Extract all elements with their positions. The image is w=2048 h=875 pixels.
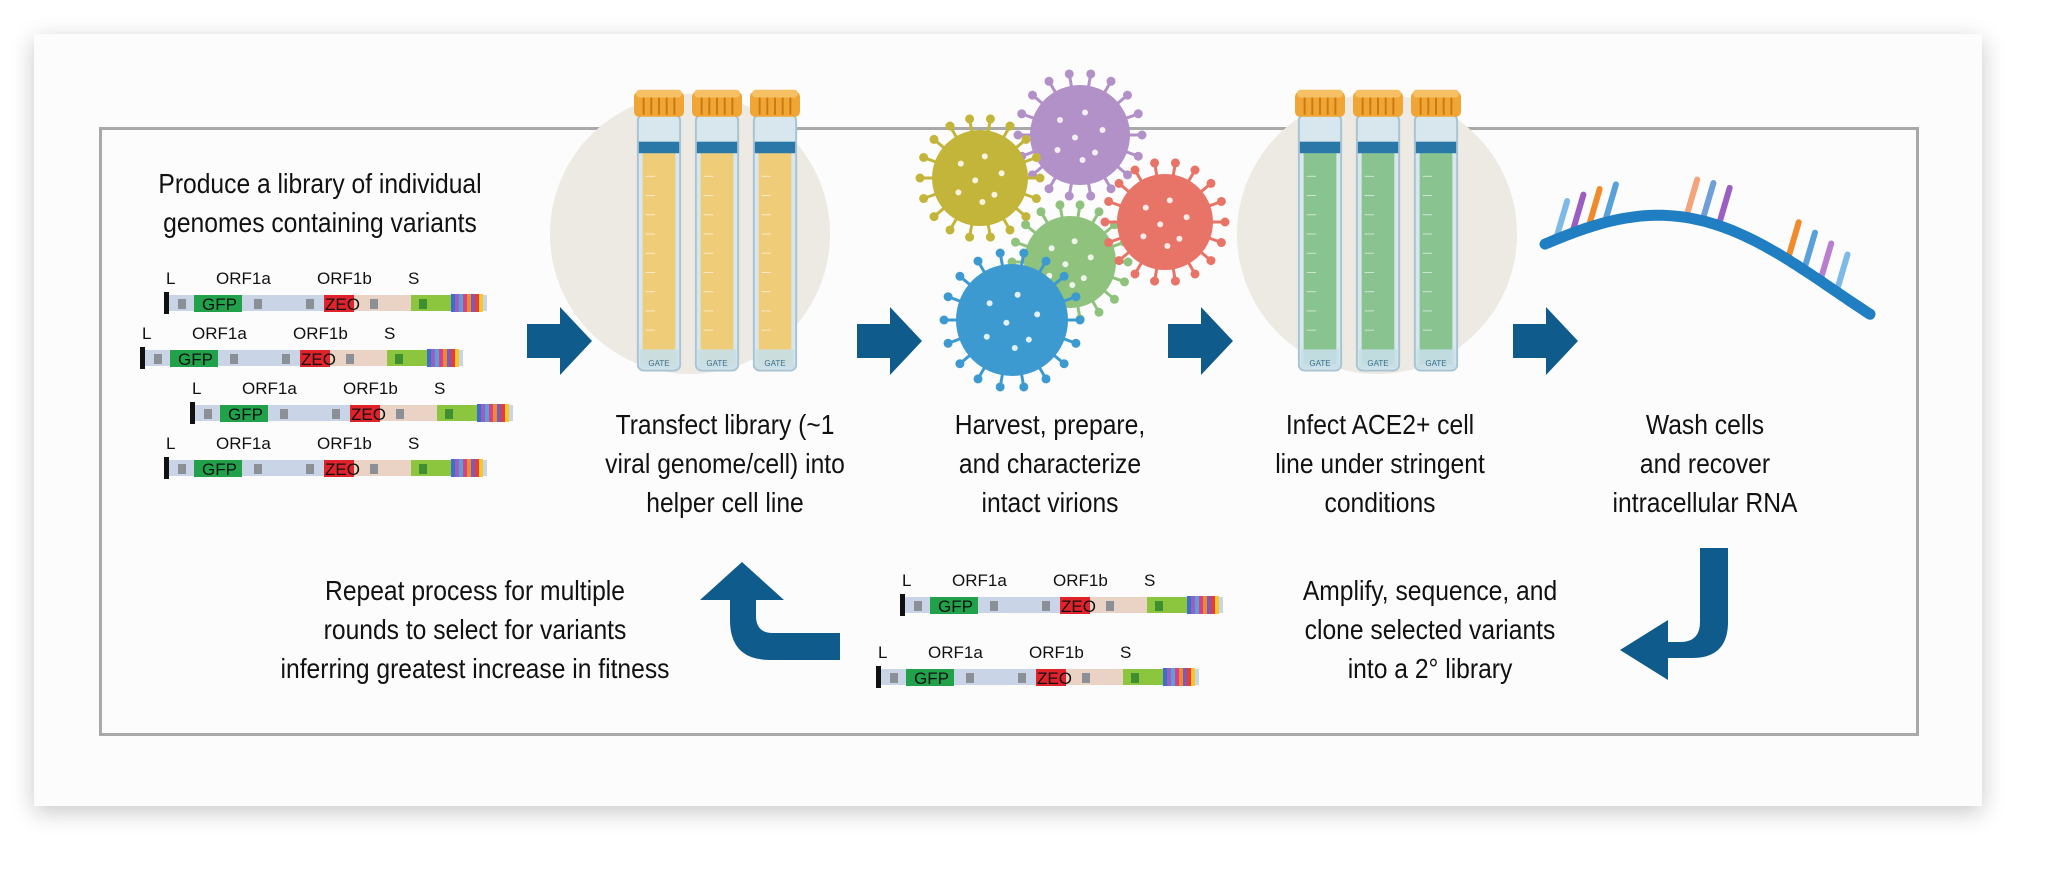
step-produce-library: Produce a library of individual genomes … — [158, 168, 482, 238]
genome-region-label: S — [1120, 643, 1131, 662]
zeo-label: ZEO — [1061, 597, 1096, 616]
genome-region-label: L — [142, 324, 151, 343]
test-tube: GATE — [1411, 88, 1461, 372]
rna-base — [1785, 219, 1802, 260]
genome-region-label: S — [408, 434, 419, 453]
genome-region-label: ORF1b — [1053, 571, 1108, 590]
gfp-label: GFP — [202, 295, 237, 314]
test-tube-icon: GATE GATE GATE — [1295, 88, 1461, 372]
virus-particle — [939, 248, 1085, 392]
arrow-right-icon — [527, 307, 592, 375]
genome-region-label: L — [192, 379, 201, 398]
test-tube: GATE — [692, 88, 742, 372]
virus-particle — [1013, 69, 1147, 201]
rna-base — [1586, 186, 1603, 227]
genome-construct: L ORF1a ORF1b S GFP ZEO — [190, 379, 513, 424]
step-wash: Wash cells and recover intracellular RNA — [1612, 409, 1798, 518]
genome-region-label: ORF1b — [293, 324, 348, 343]
virus-particle — [1100, 158, 1230, 286]
genome-region-label: ORF1a — [216, 434, 271, 453]
genome-region-label: S — [434, 379, 445, 398]
genome-construct: L ORF1a ORF1b S GFP ZEO — [140, 324, 463, 369]
genome-region-label: ORF1a — [952, 571, 1007, 590]
genome-region-label: ORF1b — [343, 379, 398, 398]
tube-label: GATE — [1367, 359, 1388, 368]
test-tube-icon: GATE GATE GATE — [634, 88, 800, 372]
rna-base — [1570, 191, 1587, 232]
genome-region-label: S — [1144, 571, 1155, 590]
genome-region-label: ORF1a — [928, 643, 983, 662]
rna-base — [1818, 240, 1835, 281]
genome-region-label: ORF1b — [317, 434, 372, 453]
genome-construct: L ORF1a ORF1b S GFP ZEO — [164, 434, 487, 479]
genome-region-label: ORF1a — [192, 324, 247, 343]
gfp-label: GFP — [202, 460, 237, 479]
zeo-label: ZEO — [325, 295, 360, 314]
gfp-label: GFP — [178, 350, 213, 369]
genome-construct: L ORF1a ORF1b S GFP ZEO — [164, 269, 487, 314]
rna-strand-icon — [1539, 176, 1876, 320]
step-infect: Infect ACE2+ cell line under stringent c… — [1275, 409, 1485, 518]
rna-base — [1834, 251, 1851, 292]
zeo-label: ZEO — [351, 405, 386, 424]
rna-backbone — [1539, 209, 1876, 320]
gfp-label: GFP — [914, 669, 949, 688]
zeo-label: ZEO — [325, 460, 360, 479]
tube-label: GATE — [1425, 359, 1446, 368]
genome-construct: L ORF1a ORF1b S GFP ZEO — [900, 571, 1223, 616]
step-transfect: Transfect library (~1 viral genome/cell)… — [605, 409, 845, 518]
genome-region-label: L — [902, 571, 911, 590]
rna-base — [1602, 181, 1619, 222]
rna-base — [1802, 229, 1818, 270]
step-repeat: Repeat process for multiple rounds to se… — [280, 575, 670, 684]
genome-region-label: L — [166, 269, 175, 288]
virus-particle — [915, 114, 1045, 242]
arrow-turn-icon — [1620, 548, 1728, 680]
genome-region-label: S — [408, 269, 419, 288]
genome-region-label: ORF1a — [242, 379, 297, 398]
tube-label: GATE — [764, 359, 785, 368]
genome-region-label: ORF1a — [216, 269, 271, 288]
rna-base — [1716, 184, 1733, 225]
rna-base — [1700, 180, 1717, 221]
step-harvest: Harvest, prepare, and characterize intac… — [954, 409, 1146, 518]
rna-base — [1684, 176, 1701, 217]
arrow-right-icon — [857, 307, 922, 375]
genome-region-label: L — [166, 434, 175, 453]
arrow-turn-icon — [700, 562, 840, 660]
test-tube: GATE — [750, 88, 800, 372]
zeo-label: ZEO — [301, 350, 336, 369]
step-amplify: Amplify, sequence, and clone selected va… — [1302, 575, 1558, 684]
gfp-label: GFP — [938, 597, 973, 616]
virus-icon — [915, 69, 1230, 392]
genome-region-label: L — [878, 643, 887, 662]
test-tube: GATE — [1353, 88, 1403, 372]
genome-region-label: S — [384, 324, 395, 343]
test-tube: GATE — [634, 88, 684, 372]
genome-region-label: ORF1b — [1029, 643, 1084, 662]
tube-label: GATE — [1309, 359, 1330, 368]
tube-label: GATE — [648, 359, 669, 368]
tube-label: GATE — [706, 359, 727, 368]
rna-base — [1554, 198, 1571, 239]
arrow-right-icon — [1168, 307, 1233, 375]
test-tube: GATE — [1295, 88, 1345, 372]
genome-construct: L ORF1a ORF1b S GFP ZEO — [876, 643, 1199, 688]
arrow-right-icon — [1513, 307, 1578, 375]
genome-region-label: ORF1b — [317, 269, 372, 288]
zeo-label: ZEO — [1037, 669, 1072, 688]
gfp-label: GFP — [228, 405, 263, 424]
